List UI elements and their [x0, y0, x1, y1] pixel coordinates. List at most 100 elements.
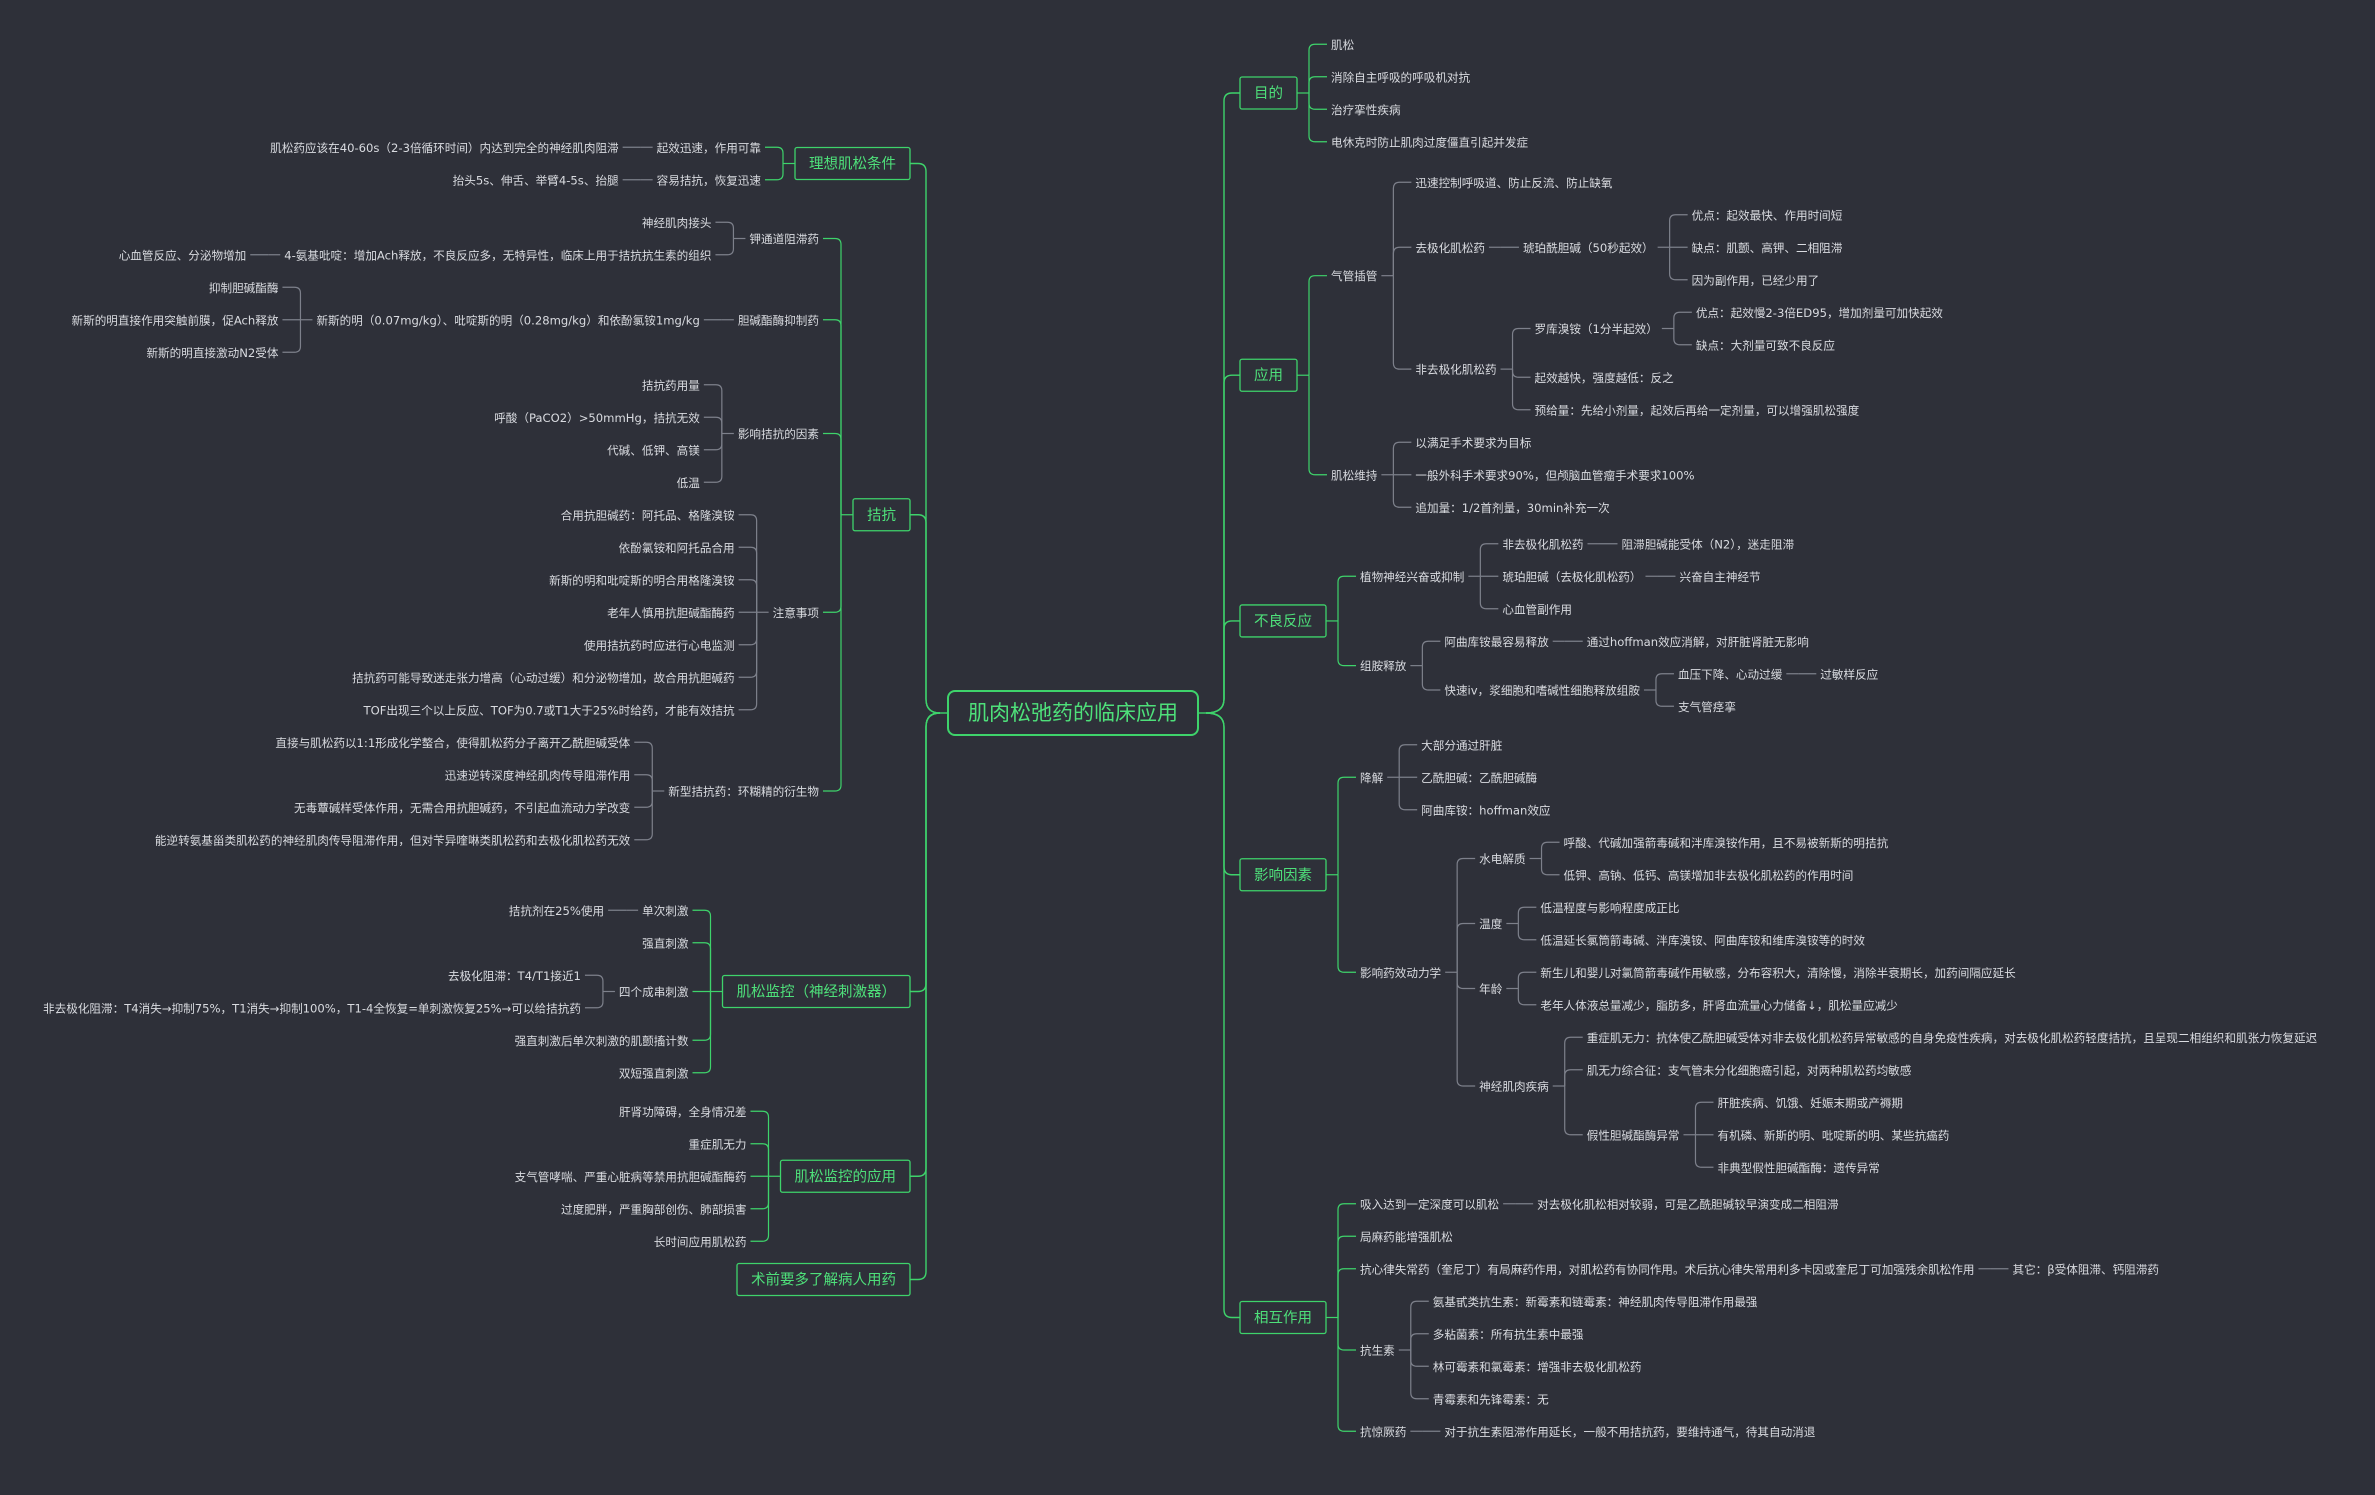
subtopic[interactable]: 钾通道阻滞药 — [749, 232, 819, 246]
subtopic[interactable]: 容易拮抗，恢复迅速 — [657, 173, 762, 187]
subtopic[interactable]: 林可霉素和氯霉素：增强非去极化肌松药 — [1433, 1360, 1642, 1374]
subtopic[interactable]: 血压下降、心动过缓 — [1678, 667, 1783, 681]
subtopic[interactable]: 气管插管 — [1331, 269, 1377, 283]
subtopic[interactable]: 去极化肌松药 — [1415, 241, 1485, 255]
subtopic[interactable]: 拮抗剂在25%使用 — [509, 904, 604, 918]
subtopic[interactable]: 温度 — [1479, 917, 1503, 931]
subtopic[interactable]: 对于抗生素阻滞作用延长，一般不用拮抗药，要维持通气，待其自动消退 — [1444, 1425, 1815, 1439]
main-topic[interactable]: 拮抗 — [852, 498, 911, 532]
subtopic[interactable]: 拮抗药用量 — [642, 378, 700, 392]
subtopic[interactable]: 琥珀胆碱（去极化肌松药） — [1502, 570, 1641, 584]
subtopic[interactable]: 对去极化肌松相对较弱，可是乙酰胆碱较早演变成二相阻滞 — [1537, 1197, 1839, 1211]
subtopic[interactable]: 大部分通过肝脏 — [1421, 738, 1503, 752]
subtopic[interactable]: 肝肾功障碍，全身情况差 — [619, 1105, 747, 1119]
subtopic[interactable]: 快速iv，浆细胞和嗜碱性细胞释放组胺 — [1444, 684, 1640, 698]
subtopic[interactable]: 新斯的明和吡啶斯的明合用格隆溴铵 — [549, 573, 735, 587]
subtopic[interactable]: 呼酸、代碱加强箭毒碱和泮库溴铵作用，且不易被新斯的明拮抗 — [1564, 836, 1889, 850]
subtopic[interactable]: 非去极化肌松药 — [1415, 363, 1496, 377]
subtopic[interactable]: 抬头5s、伸舌、举臂4-5s、抬腿 — [453, 173, 619, 187]
subtopic[interactable]: 降解 — [1360, 771, 1384, 785]
subtopic[interactable]: 重症肌无力 — [689, 1137, 747, 1151]
subtopic[interactable]: 抗生素 — [1360, 1344, 1395, 1358]
main-topic[interactable]: 不良反应 — [1239, 604, 1327, 638]
subtopic[interactable]: 非去极化阻滞：T4消失→抑制75%，T1消失→抑制100%，T1-4全恢复=单刺… — [43, 1001, 581, 1015]
subtopic[interactable]: 影响药效动力学 — [1360, 966, 1441, 980]
subtopic[interactable]: 肌松维持 — [1331, 468, 1378, 482]
subtopic[interactable]: 植物神经兴奋或抑制 — [1360, 570, 1464, 584]
subtopic[interactable]: 长时间应用肌松药 — [654, 1235, 747, 1249]
subtopic[interactable]: 心血管反应、分泌物增加 — [119, 248, 247, 262]
subtopic[interactable]: 通过hoffman效应消解，对肝脏肾脏无影响 — [1587, 635, 1809, 649]
main-topic[interactable]: 肌松监控的应用 — [779, 1159, 911, 1193]
subtopic[interactable]: 以满足手术要求为目标 — [1415, 436, 1531, 450]
subtopic[interactable]: 老年人体液总量减少，脂肪多，肝肾血流量心力储备↓，肌松量应减少 — [1540, 998, 1898, 1012]
subtopic[interactable]: 呼酸（PaCO2）>50mmHg，拮抗无效 — [494, 411, 700, 425]
subtopic[interactable]: 青霉素和先锋霉素：无 — [1433, 1392, 1549, 1406]
subtopic[interactable]: 双短强直刺激 — [619, 1066, 689, 1080]
subtopic[interactable]: 新型拮抗药：环糊精的衍生物 — [668, 785, 819, 799]
subtopic[interactable]: 优点：起效慢2-3倍ED95，增加剂量可加快起效 — [1696, 306, 1943, 320]
subtopic[interactable]: 阿曲库铵最容易释放 — [1444, 635, 1549, 649]
subtopic[interactable]: 依酚氯铵和阿托品合用 — [619, 541, 735, 555]
subtopic[interactable]: 低温程度与影响程度成正比 — [1540, 901, 1679, 915]
subtopic[interactable]: 非去极化肌松药 — [1502, 537, 1583, 551]
main-topic[interactable]: 应用 — [1239, 358, 1298, 392]
subtopic[interactable]: 心血管副作用 — [1502, 602, 1572, 616]
main-topic[interactable]: 肌松监控（神经刺激器） — [721, 974, 911, 1009]
subtopic[interactable]: 神经肌肉疾病 — [1479, 1080, 1549, 1094]
subtopic[interactable]: 老年人慎用抗胆碱酯酶药 — [607, 606, 735, 620]
subtopic[interactable]: 氨基甙类抗生素：新霉素和链霉素：神经肌肉传导阻滞作用最强 — [1433, 1295, 1758, 1309]
subtopic[interactable]: 吸入达到一定深度可以肌松 — [1360, 1197, 1500, 1211]
subtopic[interactable]: 水电解质 — [1479, 852, 1526, 866]
subtopic[interactable]: 假性胆碱酯酶异常 — [1587, 1128, 1680, 1142]
subtopic[interactable]: 乙酰胆碱：乙酰胆碱酶 — [1421, 771, 1537, 785]
subtopic[interactable]: 单次刺激 — [642, 904, 689, 918]
subtopic[interactable]: 局麻药能增强肌松 — [1360, 1230, 1453, 1244]
subtopic[interactable]: 低钾、高钠、低钙、高镁增加非去极化肌松药的作用时间 — [1564, 868, 1854, 882]
subtopic[interactable]: 抗惊厥药 — [1360, 1425, 1406, 1439]
subtopic[interactable]: 4-氨基吡啶：增加Ach释放，不良反应多，无特异性，临床上用于拮抗抗生素的组织 — [284, 248, 711, 262]
subtopic[interactable]: 阻滞胆碱能受体（N2），迷走阻滞 — [1622, 537, 1795, 551]
subtopic[interactable]: 起效越快，强度越低：反之 — [1535, 371, 1675, 385]
subtopic[interactable]: 抗心律失常药（奎尼丁）有局麻药作用，对肌松药有协同作用。术后抗心律失常用利多卡因… — [1360, 1262, 1974, 1276]
subtopic[interactable]: 注意事项 — [773, 606, 820, 620]
subtopic[interactable]: 能逆转氨基甾类肌松药的神经肌肉传导阻滞作用，但对苄异喹啉类肌松药和去极化肌松药无… — [155, 833, 631, 847]
subtopic[interactable]: 起效迅速，作用可靠 — [657, 141, 762, 155]
subtopic[interactable]: 肌松 — [1331, 38, 1355, 52]
subtopic[interactable]: 使用拮抗药时应进行心电监测 — [584, 638, 735, 652]
subtopic[interactable]: 迅速逆转深度神经肌肉传导阻滞作用 — [445, 768, 631, 782]
subtopic[interactable]: 消除自主呼吸的呼吸机对抗 — [1331, 70, 1471, 84]
subtopic[interactable]: 低温 — [677, 476, 701, 490]
subtopic[interactable]: 四个成串刺激 — [619, 985, 689, 999]
subtopic[interactable]: 新斯的明直接作用突触前膜，促Ach释放 — [72, 313, 279, 327]
central-topic[interactable]: 肌肉松弛药的临床应用 — [947, 690, 1199, 736]
subtopic[interactable]: 一般外科手术要求90%，但颅脑血管瘤手术要求100% — [1415, 468, 1694, 482]
subtopic[interactable]: 重症肌无力：抗体使乙酰胆碱受体对非去极化肌松药异常敏感的自身免疫性疾病，对去极化… — [1587, 1031, 2318, 1045]
main-topic[interactable]: 术前要多了解病人用药 — [736, 1262, 911, 1297]
subtopic[interactable]: 治疗挛性疾病 — [1331, 103, 1401, 117]
subtopic[interactable]: 合用抗胆碱药：阿托品、格隆溴铵 — [561, 508, 735, 522]
subtopic[interactable]: 组胺释放 — [1360, 659, 1407, 673]
subtopic[interactable]: 年龄 — [1479, 982, 1503, 996]
subtopic[interactable]: 有机磷、新斯的明、吡啶斯的明、某些抗癌药 — [1717, 1128, 1949, 1142]
subtopic[interactable]: 追加量：1/2首剂量，30min补充一次 — [1415, 501, 1610, 515]
subtopic[interactable]: 迅速控制呼吸道、防止反流、防止缺氧 — [1415, 176, 1613, 190]
subtopic[interactable]: 电休克时防止肌肉过度僵直引起并发症 — [1331, 135, 1529, 149]
subtopic[interactable]: 无毒蕈碱样受体作用，无需合用抗胆碱药，不引起血流动力学改变 — [294, 801, 631, 815]
subtopic[interactable]: 胆碱酯酶抑制药 — [738, 313, 819, 327]
subtopic[interactable]: 神经肌肉接头 — [642, 216, 712, 230]
main-topic[interactable]: 相互作用 — [1239, 1300, 1327, 1335]
subtopic[interactable]: 缺点：大剂量可致不良反应 — [1696, 338, 1836, 352]
subtopic[interactable]: 影响拮抗的因素 — [738, 427, 820, 441]
subtopic[interactable]: 拮抗药可能导致迷走张力增高（心动过缓）和分泌物增加，故合用抗胆碱药 — [352, 671, 735, 685]
subtopic[interactable]: 直接与肌松药以1:1形成化学螯合，使得肌松药分子离开乙酰胆碱受体 — [275, 736, 630, 750]
subtopic[interactable]: 强直刺激 — [642, 936, 689, 950]
subtopic[interactable]: 缺点：肌颤、高钾、二相阻滞 — [1692, 241, 1843, 255]
subtopic[interactable]: 支气管哮喘、严重心脏病等禁用抗胆碱酯酶药 — [515, 1170, 747, 1184]
subtopic[interactable]: 其它：β受体阻滞、钙阻滞药 — [2012, 1262, 2159, 1276]
subtopic[interactable]: 过度肥胖，严重胸部创伤、肺部损害 — [561, 1202, 747, 1216]
subtopic[interactable]: 预给量：先给小剂量，起效后再给一定剂量，可以增强肌松强度 — [1535, 403, 1860, 417]
subtopic[interactable]: 兴奋自主神经节 — [1679, 570, 1760, 584]
subtopic[interactable]: 因为副作用，已经少用了 — [1692, 273, 1820, 287]
subtopic[interactable]: 肝脏疾病、饥饿、妊娠末期或产褥期 — [1717, 1096, 1903, 1110]
